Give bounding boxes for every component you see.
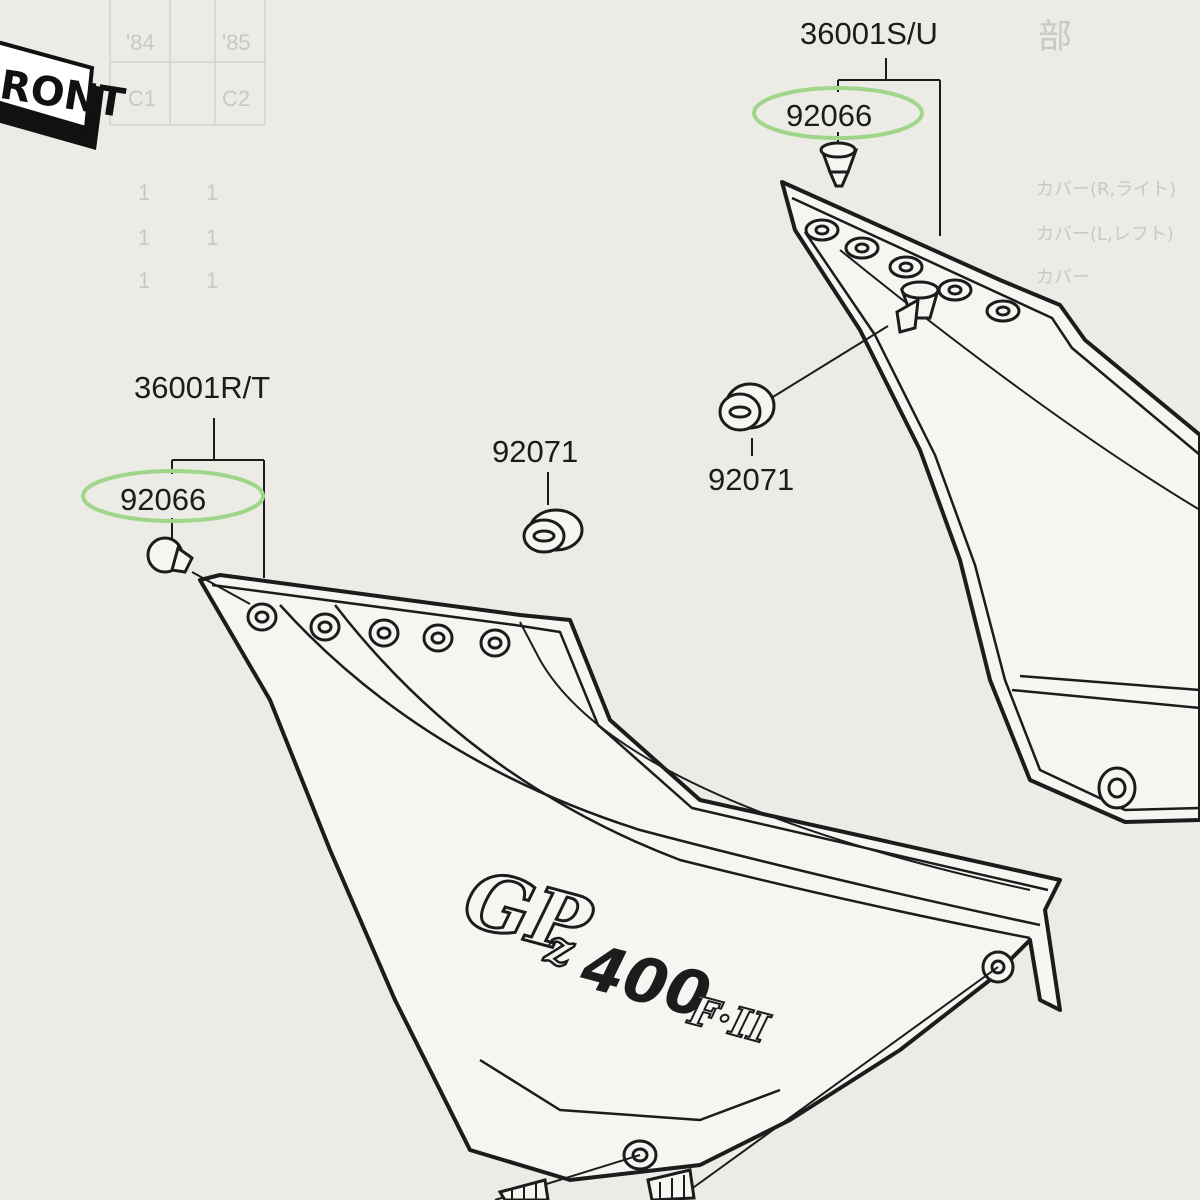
faint-note-2: カバー(L,レフト) [1036,224,1174,245]
center-grommet-92071 [522,472,584,554]
faint-qty-l3: 1 [138,268,150,293]
front-tag: RONT [0,40,129,150]
faint-qty-l2: 1 [138,225,150,250]
right-grommet-92071 [718,325,889,456]
faint-background-table [109,0,266,126]
label-assembly-left: 36001R/T [134,370,270,405]
faint-note-3: カバー [1036,267,1090,288]
right-pin-stud [895,280,940,334]
right-side-cover [780,180,1200,824]
highlight-oval-right [752,86,924,140]
label-rubber-right: 92071 [708,462,794,497]
faint-year-1: '84 [126,30,155,55]
faint-side-glyph: 部 [1038,18,1072,56]
bracket-lines [171,58,941,578]
right-pin-92066 [819,132,859,188]
faint-qty-r3: 1 [206,268,218,293]
left-side-cover [198,573,1062,1182]
highlight-oval-left [81,469,265,523]
label-grommet-part-right: 92066 [786,98,872,133]
faint-year-2: '85 [222,30,251,55]
label-grommet-part-left: 92066 [120,482,206,517]
left-pin-92066 [146,518,251,605]
label-rubber-center: 92071 [492,434,578,469]
faint-code-2: C2 [222,86,250,111]
faint-qty-r1: 1 [206,180,218,205]
faint-qty-r2: 1 [206,225,218,250]
bottom-screws [494,966,999,1200]
label-assembly-right: 36001S/U [800,16,938,51]
faint-qty-l1: 1 [138,180,150,205]
faint-note-1: カバー(R,ライト) [1036,179,1176,200]
faint-code-1: C1 [128,86,156,111]
